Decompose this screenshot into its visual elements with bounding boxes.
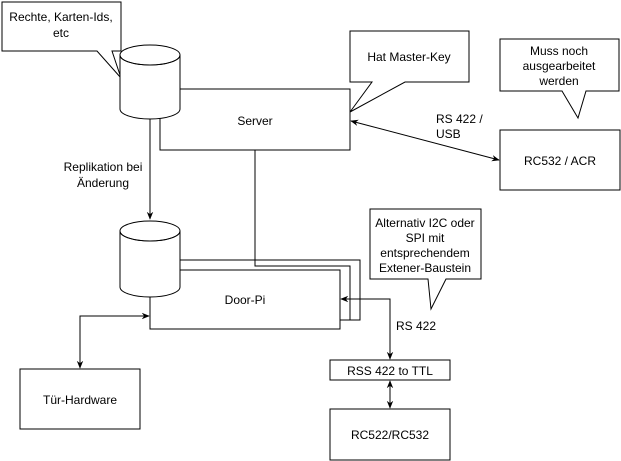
door-pi-database xyxy=(119,220,181,298)
callout-alternativ-line-4: Extener-Baustein xyxy=(379,261,471,275)
door-pi-label: Door-Pi xyxy=(225,293,266,307)
server-node: Server xyxy=(159,88,351,151)
label-replikation-line-2: Änderung xyxy=(77,176,129,190)
callout-alternativ: Alternativ I2C oder SPI mit entsprechend… xyxy=(369,208,482,311)
tuer-hardware-node: Tür-Hardware xyxy=(19,368,141,430)
server-database xyxy=(119,44,181,120)
label-replikation: Replikation bei Änderung xyxy=(64,160,143,190)
callout-rights-line-2: etc xyxy=(53,26,69,40)
rc522-rc532-node: RC522/RC532 xyxy=(329,408,451,461)
callout-muss-noch-line-3: werden xyxy=(538,74,578,88)
label-rs422-usb-line-2: USB xyxy=(436,127,461,141)
callout-master-key: Hat Master-Key xyxy=(349,30,470,113)
edge-door-pi-rss xyxy=(340,295,394,360)
rc532-acr-label: RC532 / ACR xyxy=(524,154,596,168)
callout-muss-noch-line-2: ausgearbeitet xyxy=(523,59,596,73)
edge-server-rc532 xyxy=(350,119,500,162)
callout-muss-noch-line-1: Muss noch xyxy=(530,44,588,58)
callout-alternativ-line-1: Alternativ I2C oder xyxy=(375,216,474,230)
callout-rights-line-1: Rechte, Karten-Ids, xyxy=(9,10,112,24)
callout-rights: Rechte, Karten-Ids, etc xyxy=(1,1,122,79)
rss422-ttl-node: RSS 422 to TTL xyxy=(329,359,451,381)
rc532-acr-node: RC532 / ACR xyxy=(499,129,621,191)
door-pi-node: Door-Pi xyxy=(149,269,341,330)
server-label: Server xyxy=(237,114,272,128)
label-rs422: RS 422 xyxy=(396,319,436,333)
tuer-hardware-label: Tür-Hardware xyxy=(43,393,117,407)
label-rs422-usb-line-1: RS 422 / xyxy=(436,112,483,126)
rss422-ttl-label: RSS 422 to TTL xyxy=(347,364,433,378)
label-rs422-usb: RS 422 / USB xyxy=(436,112,483,141)
edge-door-pi-tuer xyxy=(76,312,150,369)
callout-master-key-text: Hat Master-Key xyxy=(367,50,450,64)
callout-alternativ-line-3: entsprechendem xyxy=(380,246,469,260)
callout-muss-noch: Muss noch ausgearbeitet werden xyxy=(499,38,620,120)
rc522-rc532-label: RC522/RC532 xyxy=(351,428,429,442)
callout-alternativ-line-2: SPI mit xyxy=(406,231,445,245)
label-replikation-line-1: Replikation bei xyxy=(64,160,143,174)
